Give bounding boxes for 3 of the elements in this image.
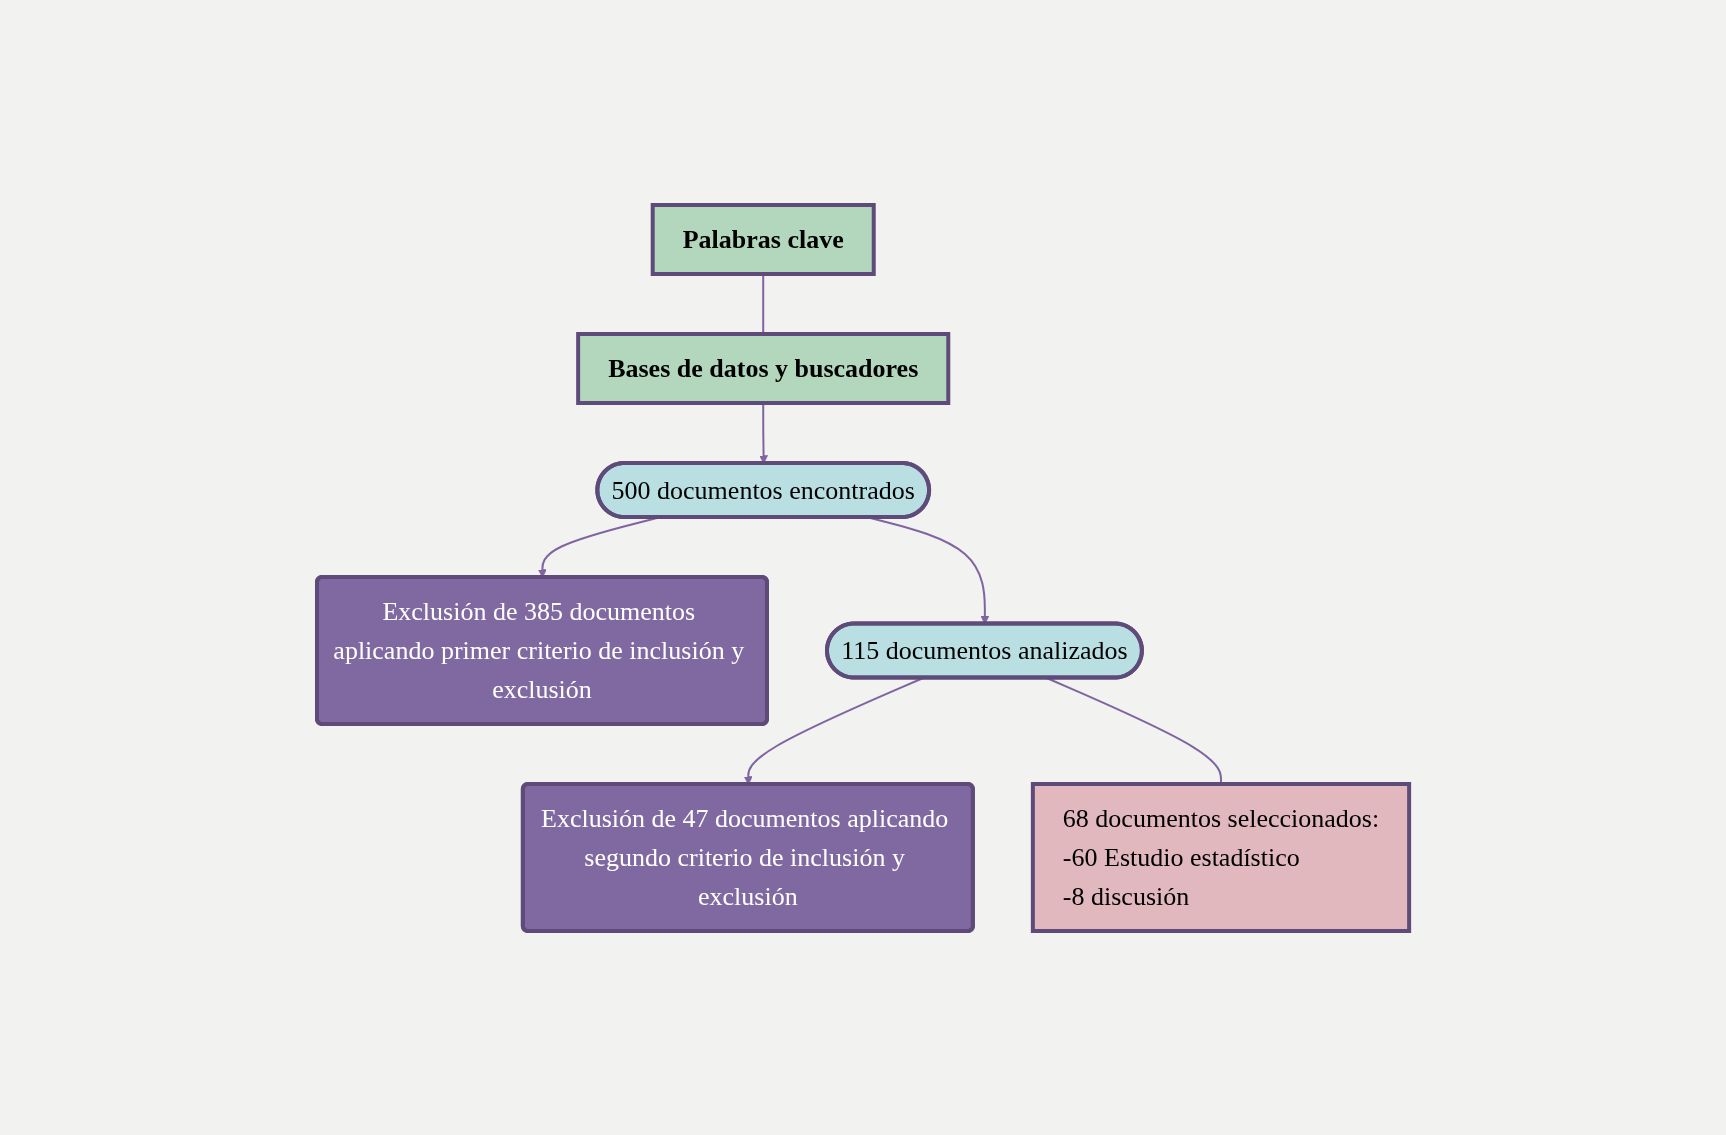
node-box: Bases de datos y buscadores [576,331,951,405]
node-box: Palabras clave [650,202,876,276]
node-box: 68 documentos seleccionados: -60 Estudio estadístico -8 discusión [1030,781,1412,933]
